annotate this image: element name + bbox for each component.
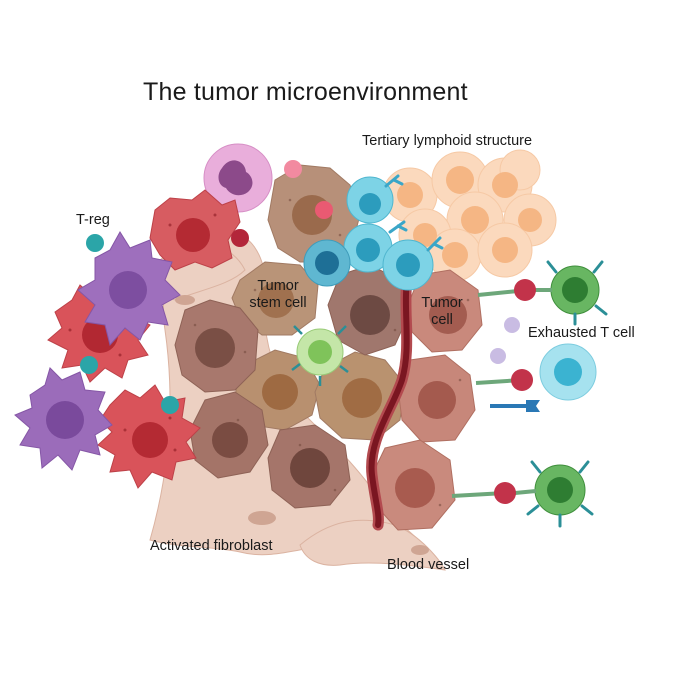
- t-reg-marker: [80, 234, 179, 414]
- label-blood-vessel: Blood vessel: [387, 557, 470, 573]
- label-tumor-cell-line2: cell: [431, 312, 453, 328]
- blood-vessel: [366, 264, 414, 531]
- label-exhausted-t-cell: Exhausted T cell: [528, 325, 635, 341]
- tumor-cell-mass: [174, 264, 483, 531]
- t-cell-receptor: [384, 174, 444, 252]
- neutrophil: [203, 143, 273, 213]
- label-activated-fibroblast: Activated fibroblast: [150, 538, 273, 554]
- exhausted-t-cell: [526, 260, 608, 528]
- page-title: The tumor microenvironment: [143, 78, 468, 106]
- label-tumor-cell-line1: Tumor: [421, 295, 463, 311]
- tumor-cell-speckles: [193, 198, 470, 507]
- tumor-stem-cell: [231, 164, 406, 441]
- t-reg-cell: [14, 231, 181, 471]
- label-tumor-cell: Tumor cell: [419, 295, 465, 329]
- cytokine-particle: [231, 160, 520, 364]
- activated-t-cell: [291, 325, 349, 386]
- label-tumor-stem-cell: Tumor stem cell: [242, 278, 314, 312]
- label-t-reg: T-reg: [76, 212, 110, 228]
- label-tertiary-lymphoid-structure: Tertiary lymphoid structure: [362, 133, 533, 149]
- checkpoint-ligand: [451, 279, 552, 504]
- t-cell: [303, 176, 597, 401]
- fibroblast-nucleus: [175, 295, 429, 555]
- label-tumor-stem-cell-line1: Tumor: [257, 278, 299, 294]
- label-tumor-stem-cell-line2: stem cell: [249, 295, 307, 311]
